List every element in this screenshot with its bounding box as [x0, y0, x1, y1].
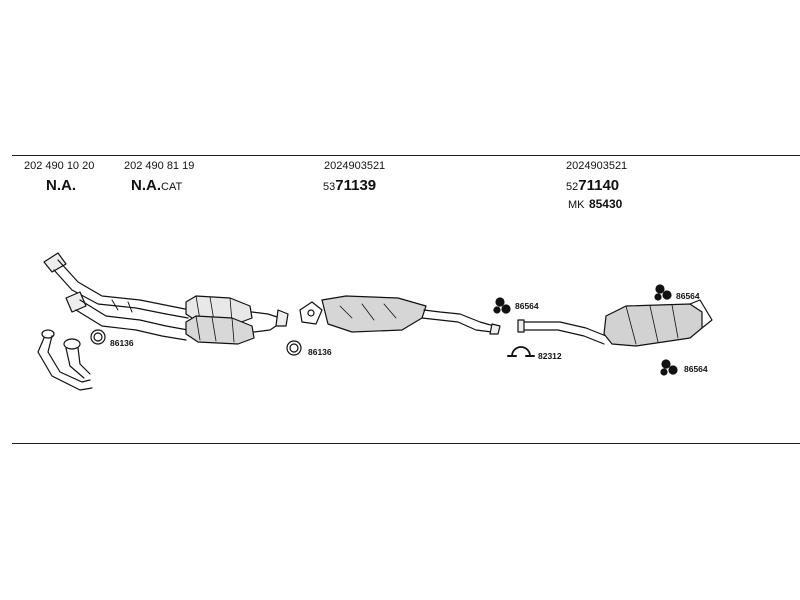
hanger-icon: [654, 284, 672, 301]
part-code-3: 5371139: [323, 177, 376, 195]
ring-icon: [286, 340, 302, 356]
callout-hanger-mid: 86564: [515, 301, 539, 311]
hanger-icon: [493, 297, 511, 314]
part-code-3-prefix: 53: [323, 181, 336, 193]
catalytic-converter-icon: [185, 295, 289, 345]
callout-ring-mid: 86136: [308, 347, 332, 357]
callout-clamp: 82312: [538, 351, 562, 361]
part-code-4-main: 71140: [578, 177, 620, 194]
part-number-3: 2024903521: [324, 160, 386, 172]
front-silencer-icon: [299, 295, 501, 335]
callout-hanger-top-right: 86564: [676, 291, 700, 301]
mk-label: MK: [568, 199, 585, 211]
part-number-1: 202 490 10 20: [24, 160, 95, 172]
part-code-4-prefix: 52: [566, 181, 579, 193]
part-number-2: 202 490 81 19: [124, 160, 195, 172]
part-name-1: N.A.: [46, 177, 76, 194]
y-pipe-icon: [37, 329, 93, 391]
ring-icon: [90, 329, 106, 345]
callout-ring-left: 86136: [110, 338, 134, 348]
mk-code-value: 85430: [588, 197, 623, 211]
part-name-2: N.A.CAT: [131, 177, 182, 195]
clamp-icon: [507, 346, 535, 357]
mk-code: MK 85430: [568, 195, 622, 213]
top-divider: [12, 155, 800, 156]
part-number-4: 2024903521: [566, 160, 628, 172]
bottom-divider: [12, 443, 800, 444]
front-pipe-icon: [43, 252, 191, 341]
callout-hanger-bottom-right: 86564: [684, 364, 708, 374]
hanger-icon: [660, 359, 678, 376]
part-name-2-main: N.A.: [131, 177, 161, 194]
part-name-2-suffix: CAT: [161, 181, 183, 193]
part-code-3-main: 71139: [335, 177, 377, 194]
part-code-4: 5271140: [566, 177, 619, 195]
rear-silencer-icon: [517, 299, 713, 347]
